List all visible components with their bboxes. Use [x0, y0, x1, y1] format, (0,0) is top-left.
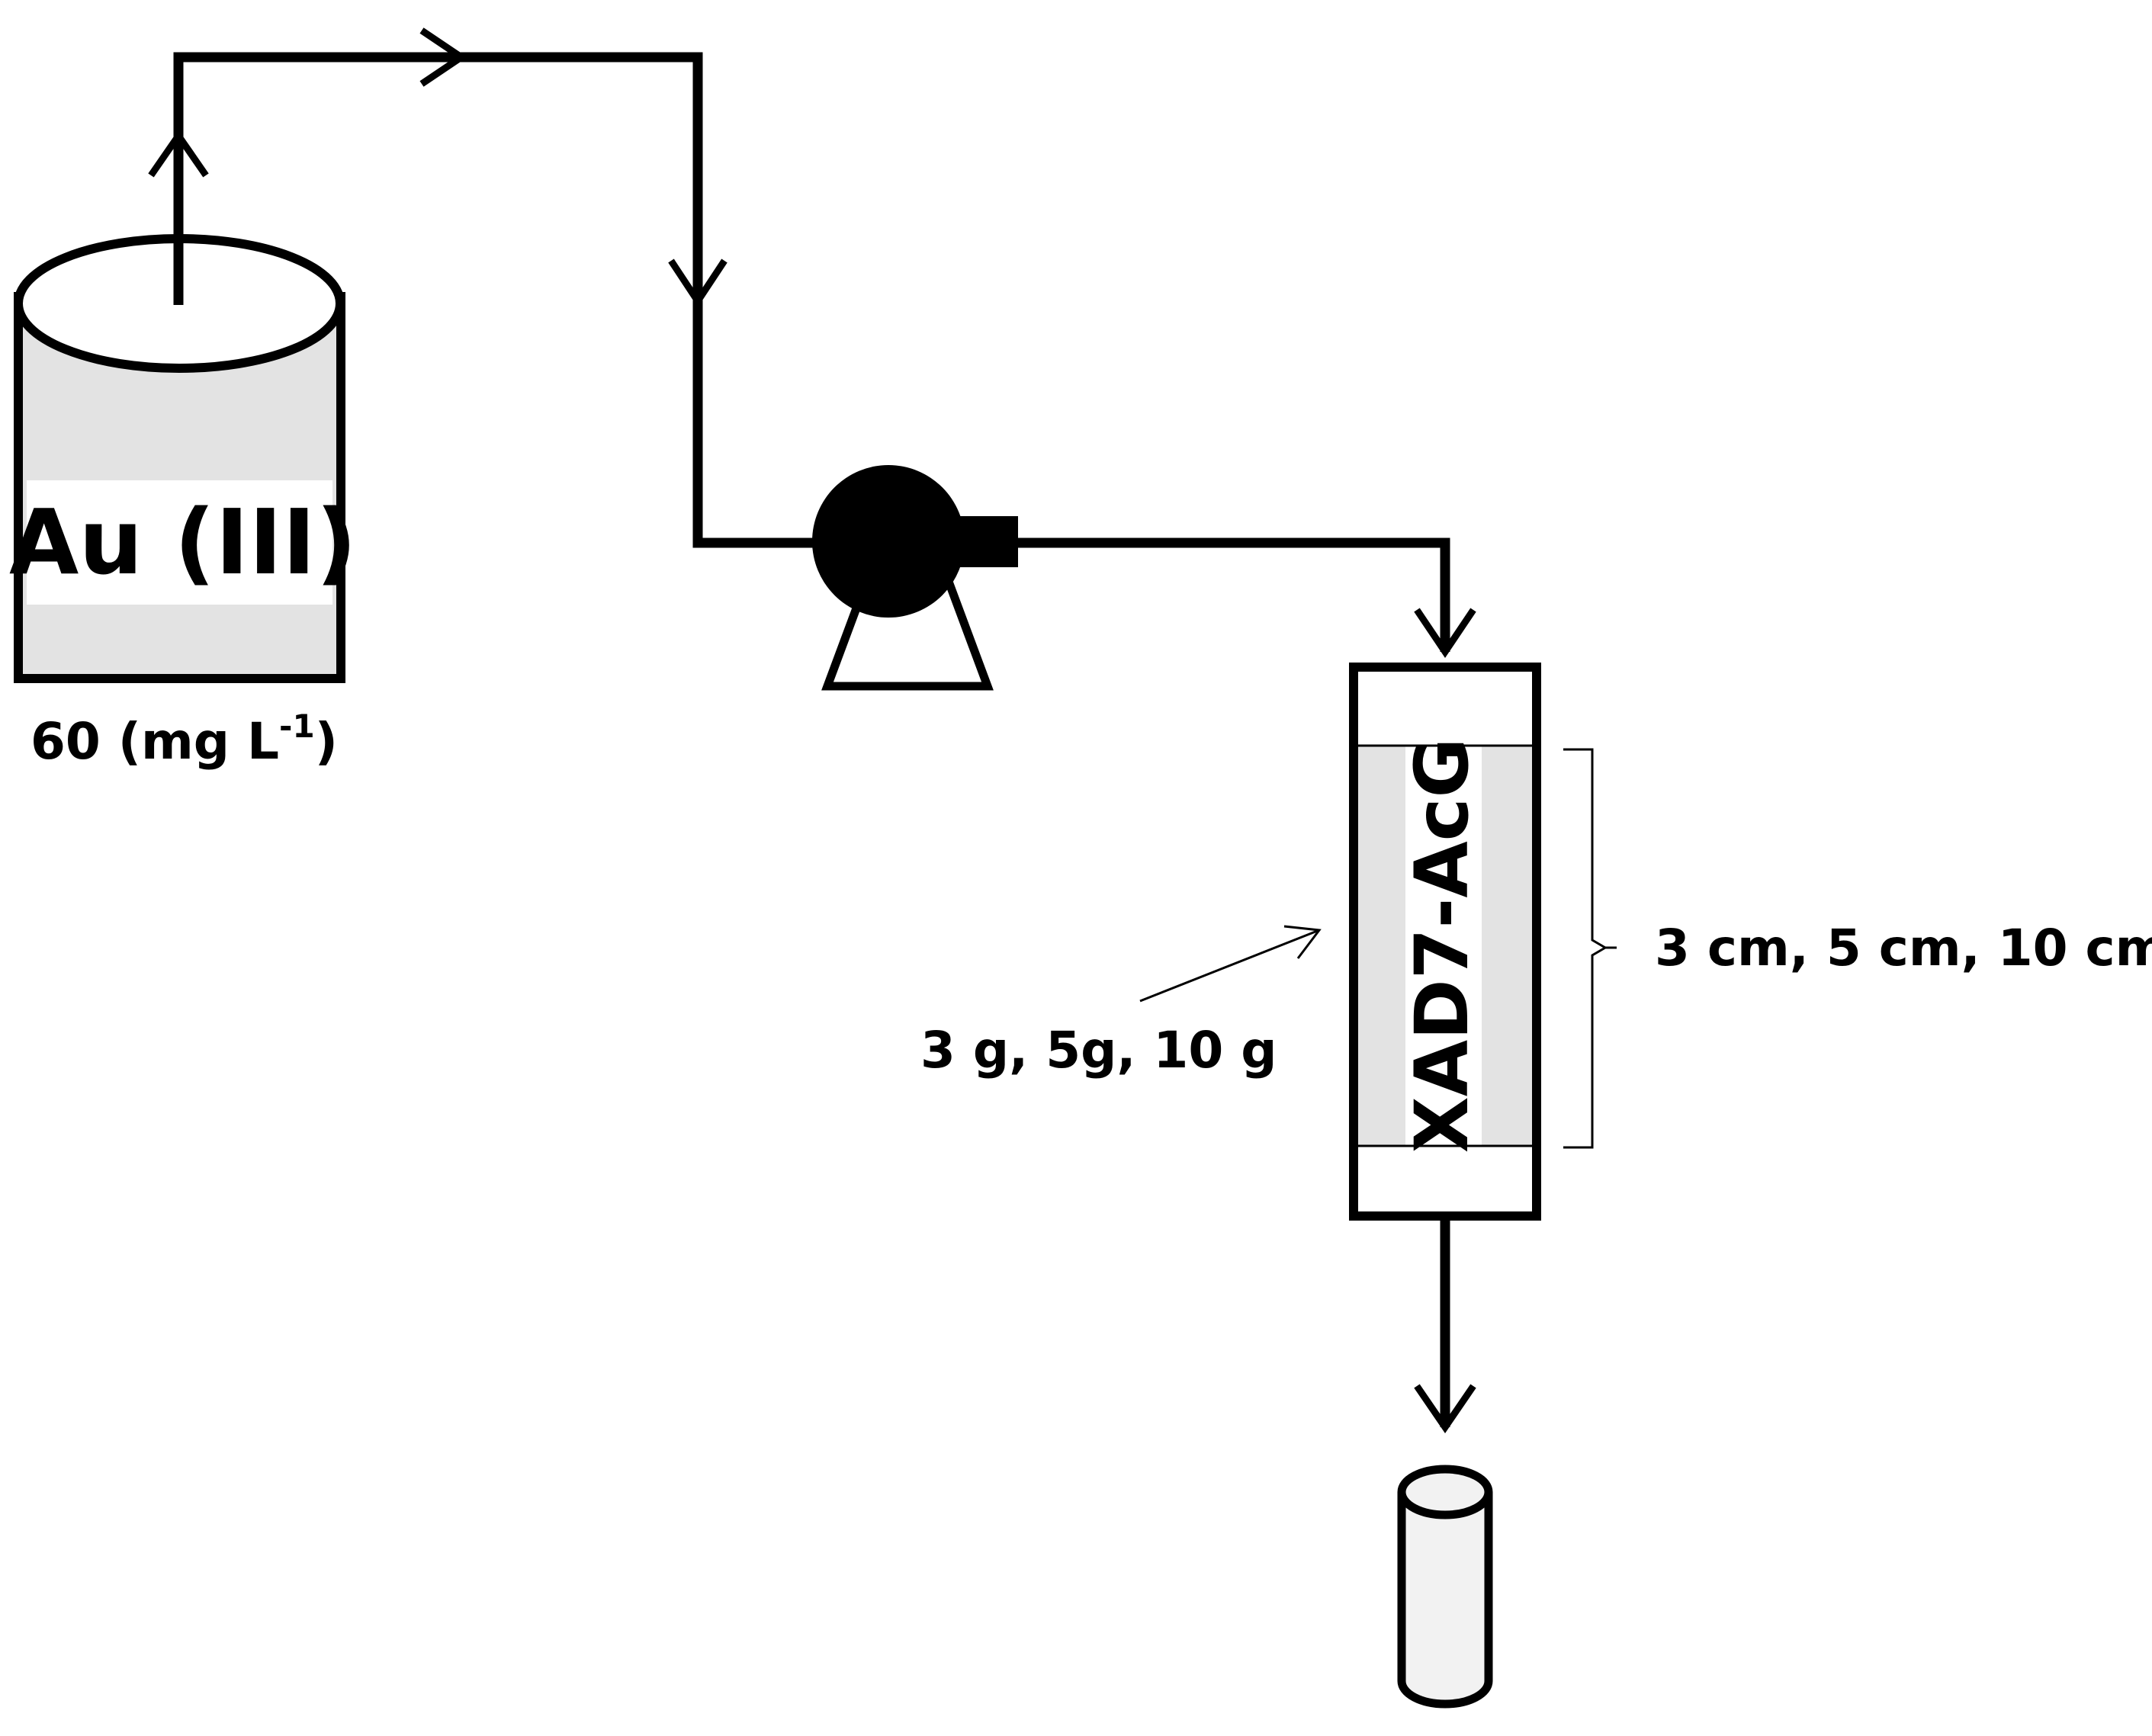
collection-tube-top: [1397, 1465, 1493, 1519]
pump-outlet: [946, 516, 1018, 567]
pump-body: [812, 465, 965, 618]
collection-tube: [1397, 1465, 1493, 1709]
feed-tank-label: Au (III): [9, 489, 357, 595]
collection-tube-body: [1397, 1492, 1493, 1709]
feed-tank-label-band: [27, 480, 332, 605]
concentration-suffix: ): [315, 712, 338, 771]
bed-height-bracket: [1563, 748, 1608, 1149]
flow-arrow-right-icon: [419, 27, 468, 87]
feed-concentration-label: 60 (mg L-1): [31, 708, 338, 771]
mass-pointer-arrowhead-icon: [1283, 925, 1322, 959]
feed-tank: Au (III): [9, 234, 357, 683]
flow-arrow-up-icon: [148, 130, 209, 178]
pump-icon: [812, 465, 1018, 691]
tubing-pump-to-column: [1018, 537, 1450, 652]
flow-arrow-down-icon: [668, 258, 728, 308]
mass-pointer-line: [1139, 929, 1320, 1003]
column-label: XAD7-AcG: [1399, 738, 1485, 1154]
mass-label: 3 g, 5g, 10 g: [920, 1021, 1277, 1080]
column-label-band: [1405, 746, 1482, 1146]
concentration-exponent: -1: [279, 708, 315, 745]
bed-height-label: 3 cm, 5 cm, 10 cm: [1655, 919, 2152, 977]
concentration-prefix: 60 (mg L: [31, 712, 279, 771]
adsorption-column: XAD7-AcG: [1349, 663, 1541, 1221]
flow-arrow-to-collector-icon: [1414, 1384, 1476, 1433]
flow-arrow-into-column-icon: [1414, 608, 1476, 659]
